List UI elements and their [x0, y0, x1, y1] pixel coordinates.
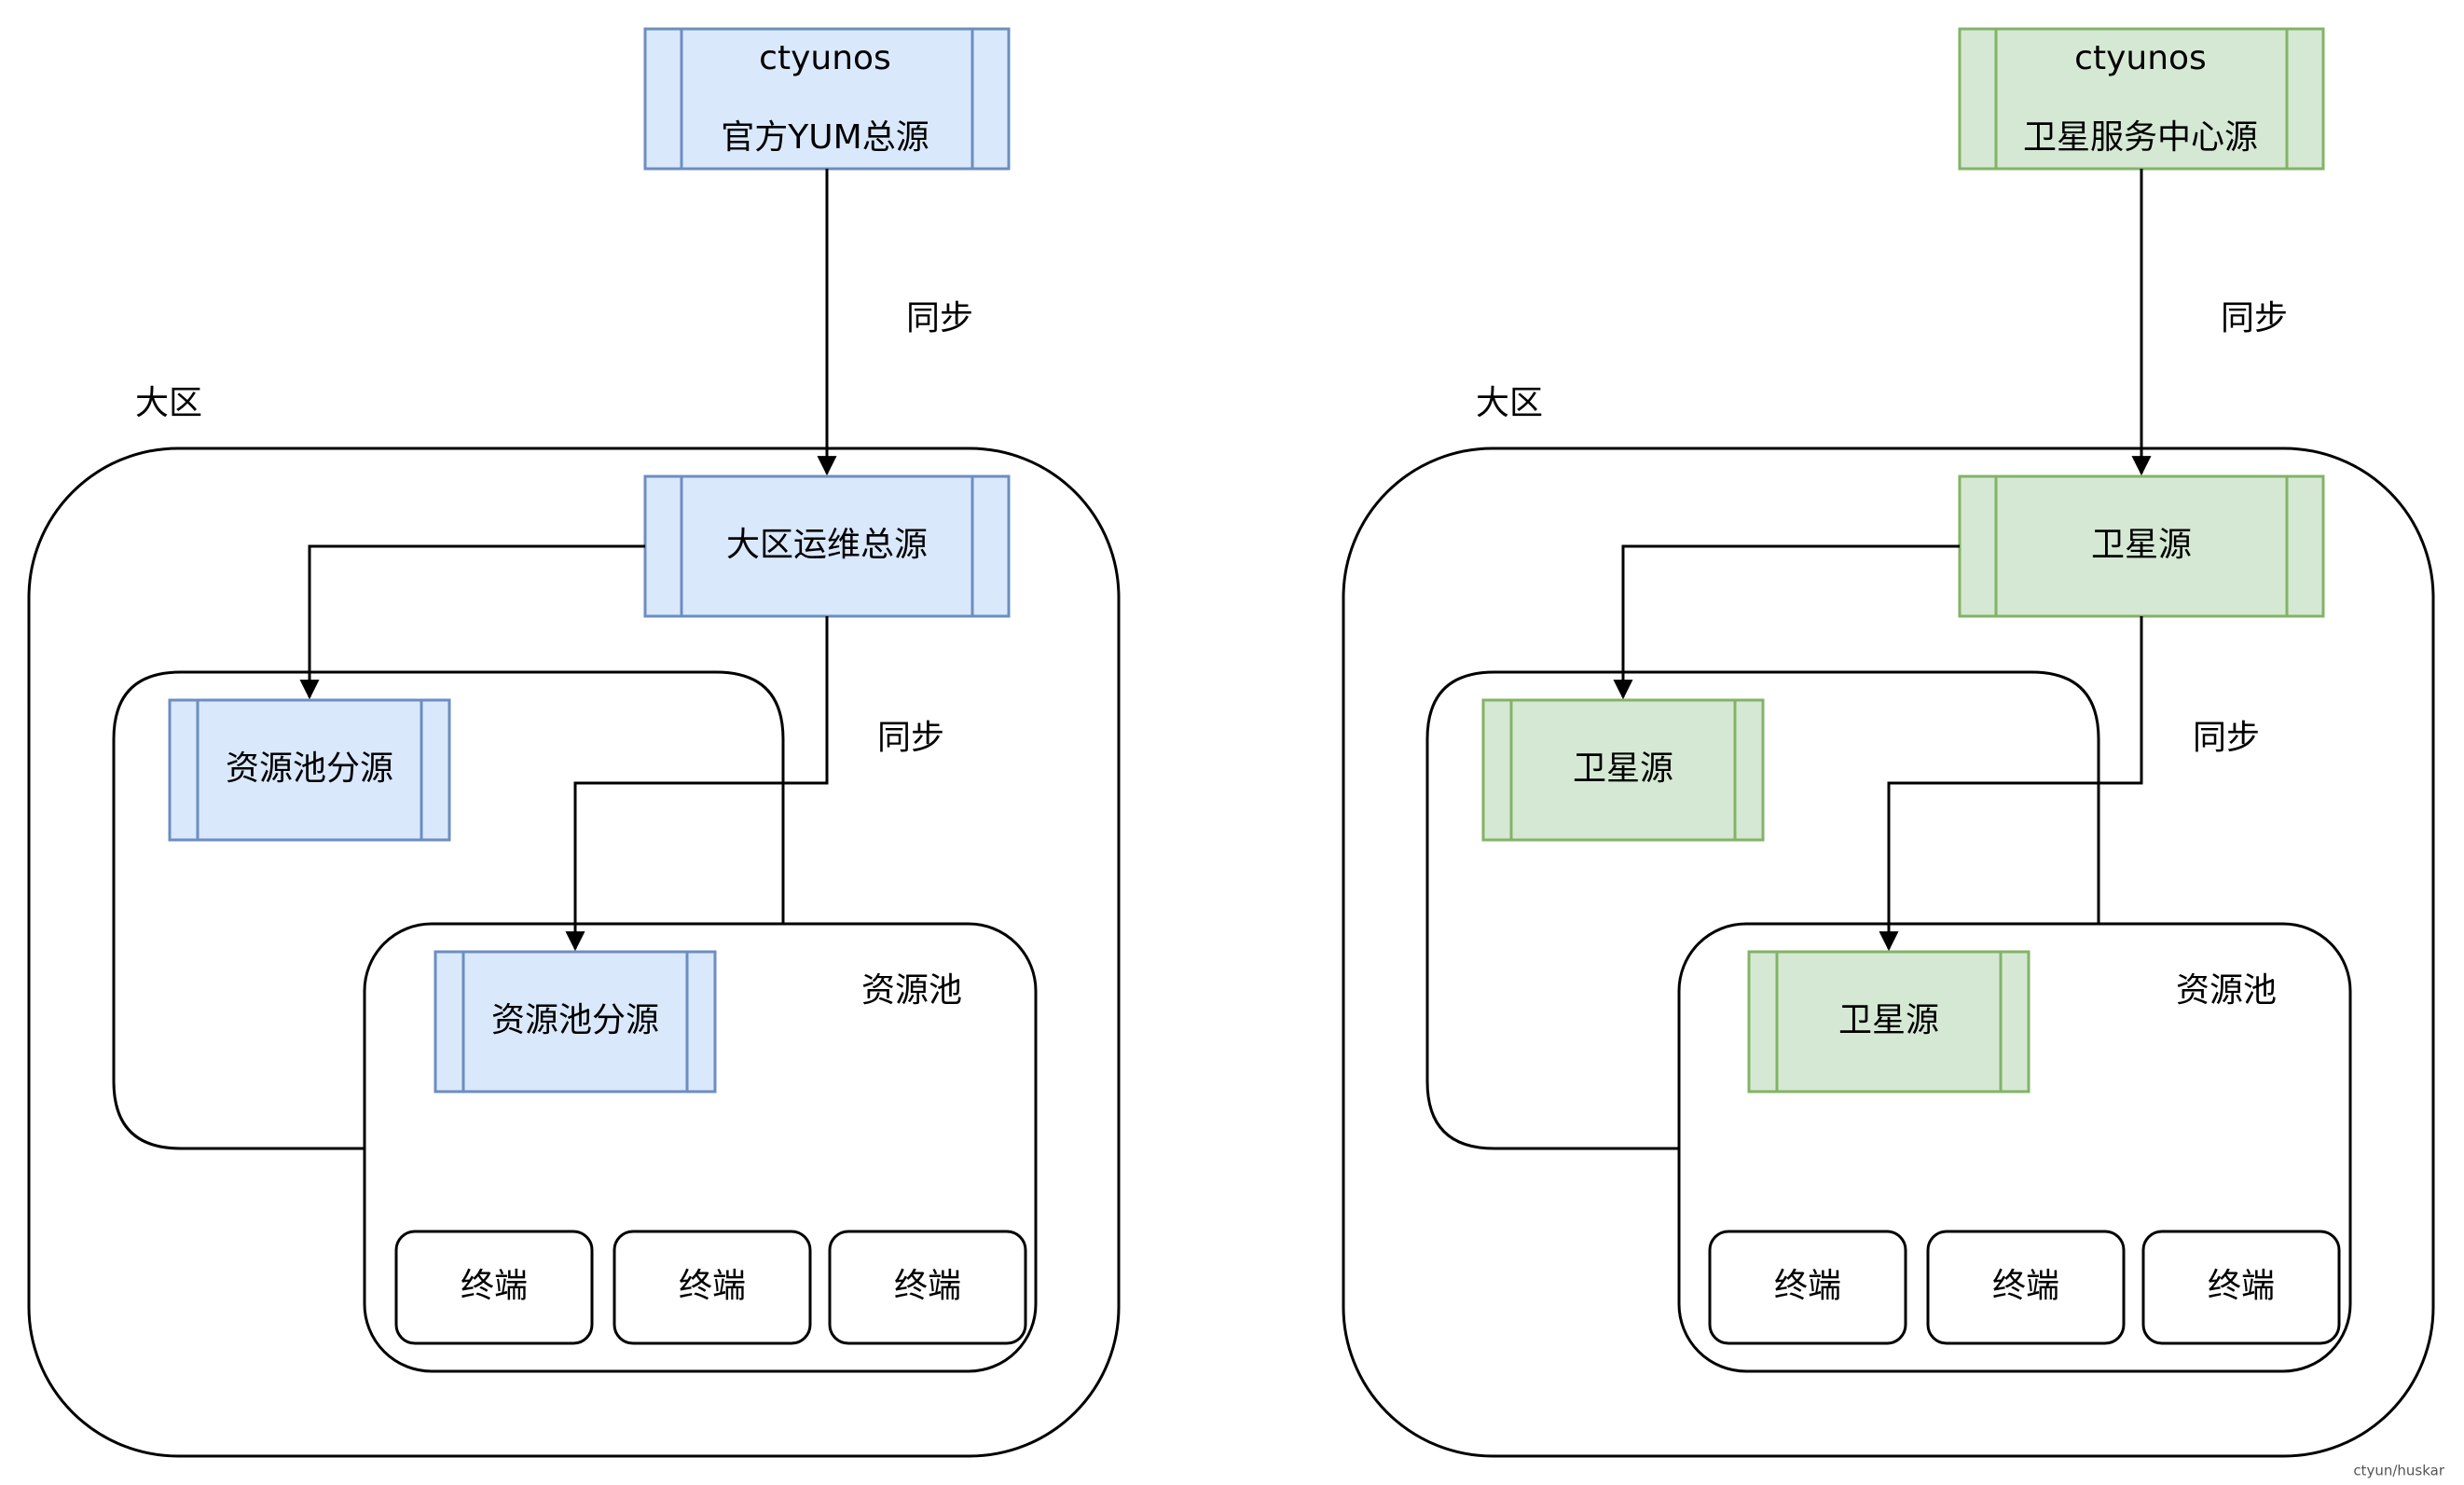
right-region-container: [1342, 447, 2435, 1458]
right-terminal-label: 终端: [2208, 1267, 2275, 1305]
right-top-source-name: ctyunos: [2074, 39, 2207, 77]
watermark: ctyun/huskar: [2353, 1463, 2445, 1479]
left-panel: 大区 资源池分源 资源池 资源池分源 终端 终端: [27, 27, 1121, 1458]
left-terminal-label: 终端: [894, 1267, 961, 1305]
right-sync-label-top: 同步: [2221, 299, 2288, 337]
right-front-pool-source: 卫星源: [1747, 950, 2030, 1093]
left-region-container: [27, 447, 1121, 1458]
left-terminal-label: 终端: [679, 1267, 746, 1305]
left-region-label: 大区: [135, 384, 202, 422]
left-front-pool-source: 资源池分源: [434, 950, 717, 1093]
right-back-pool-source: 卫星源: [1481, 698, 1765, 842]
right-front-pool-source-label: 卫星源: [1838, 1001, 1939, 1039]
left-top-source-title: 官方YUM总源: [721, 118, 929, 157]
left-top-source: ctyunos 官方YUM总源: [643, 27, 1011, 171]
right-region-source: 卫星源: [1958, 474, 2325, 618]
left-back-pool-source: 资源池分源: [168, 698, 451, 842]
right-back-pool-source-label: 卫星源: [1573, 749, 1673, 788]
right-terminal-label: 终端: [1992, 1267, 2059, 1305]
right-arrow-to-back-pool: [1613, 544, 1960, 700]
right-region-source-label: 卫星源: [2091, 526, 2192, 564]
right-top-source: ctyunos 卫星服务中心源: [1958, 27, 2325, 171]
left-sync-label-top: 同步: [906, 299, 973, 337]
left-terminal: 终端: [828, 1230, 1027, 1345]
left-sync-arrow-inner: [565, 616, 829, 952]
left-top-source-name: ctyunos: [759, 39, 891, 77]
right-sync-label-inner: 同步: [2193, 719, 2260, 757]
left-terminal: 终端: [394, 1230, 594, 1345]
left-front-pool-label: 资源池: [861, 971, 962, 1010]
right-terminal: 终端: [1926, 1230, 2126, 1345]
left-terminal: 终端: [613, 1230, 812, 1345]
right-sync-arrow-inner: [1879, 616, 2143, 952]
left-region-source: 大区运维总源: [643, 474, 1011, 618]
left-sync-label-inner: 同步: [877, 719, 944, 757]
left-back-resource-pool: [112, 670, 785, 1150]
right-terminal: 终端: [2141, 1230, 2341, 1345]
right-top-source-title: 卫星服务中心源: [2023, 118, 2258, 157]
right-back-resource-pool: [1425, 670, 2100, 1150]
right-terminal: 终端: [1708, 1230, 1907, 1345]
left-front-pool-source-label: 资源池分源: [491, 1001, 659, 1039]
right-front-pool-label: 资源池: [2176, 971, 2277, 1010]
left-back-pool-source-label: 资源池分源: [226, 749, 393, 788]
left-terminal-label: 终端: [461, 1267, 528, 1305]
right-terminal-label: 终端: [1774, 1267, 1841, 1305]
left-arrow-to-back-pool: [299, 544, 645, 700]
right-panel: 大区 卫星源 资源池 卫星源 终端 终端 终端: [1342, 27, 2435, 1458]
left-region-source-label: 大区运维总源: [726, 526, 928, 564]
right-region-label: 大区: [1476, 384, 1543, 422]
